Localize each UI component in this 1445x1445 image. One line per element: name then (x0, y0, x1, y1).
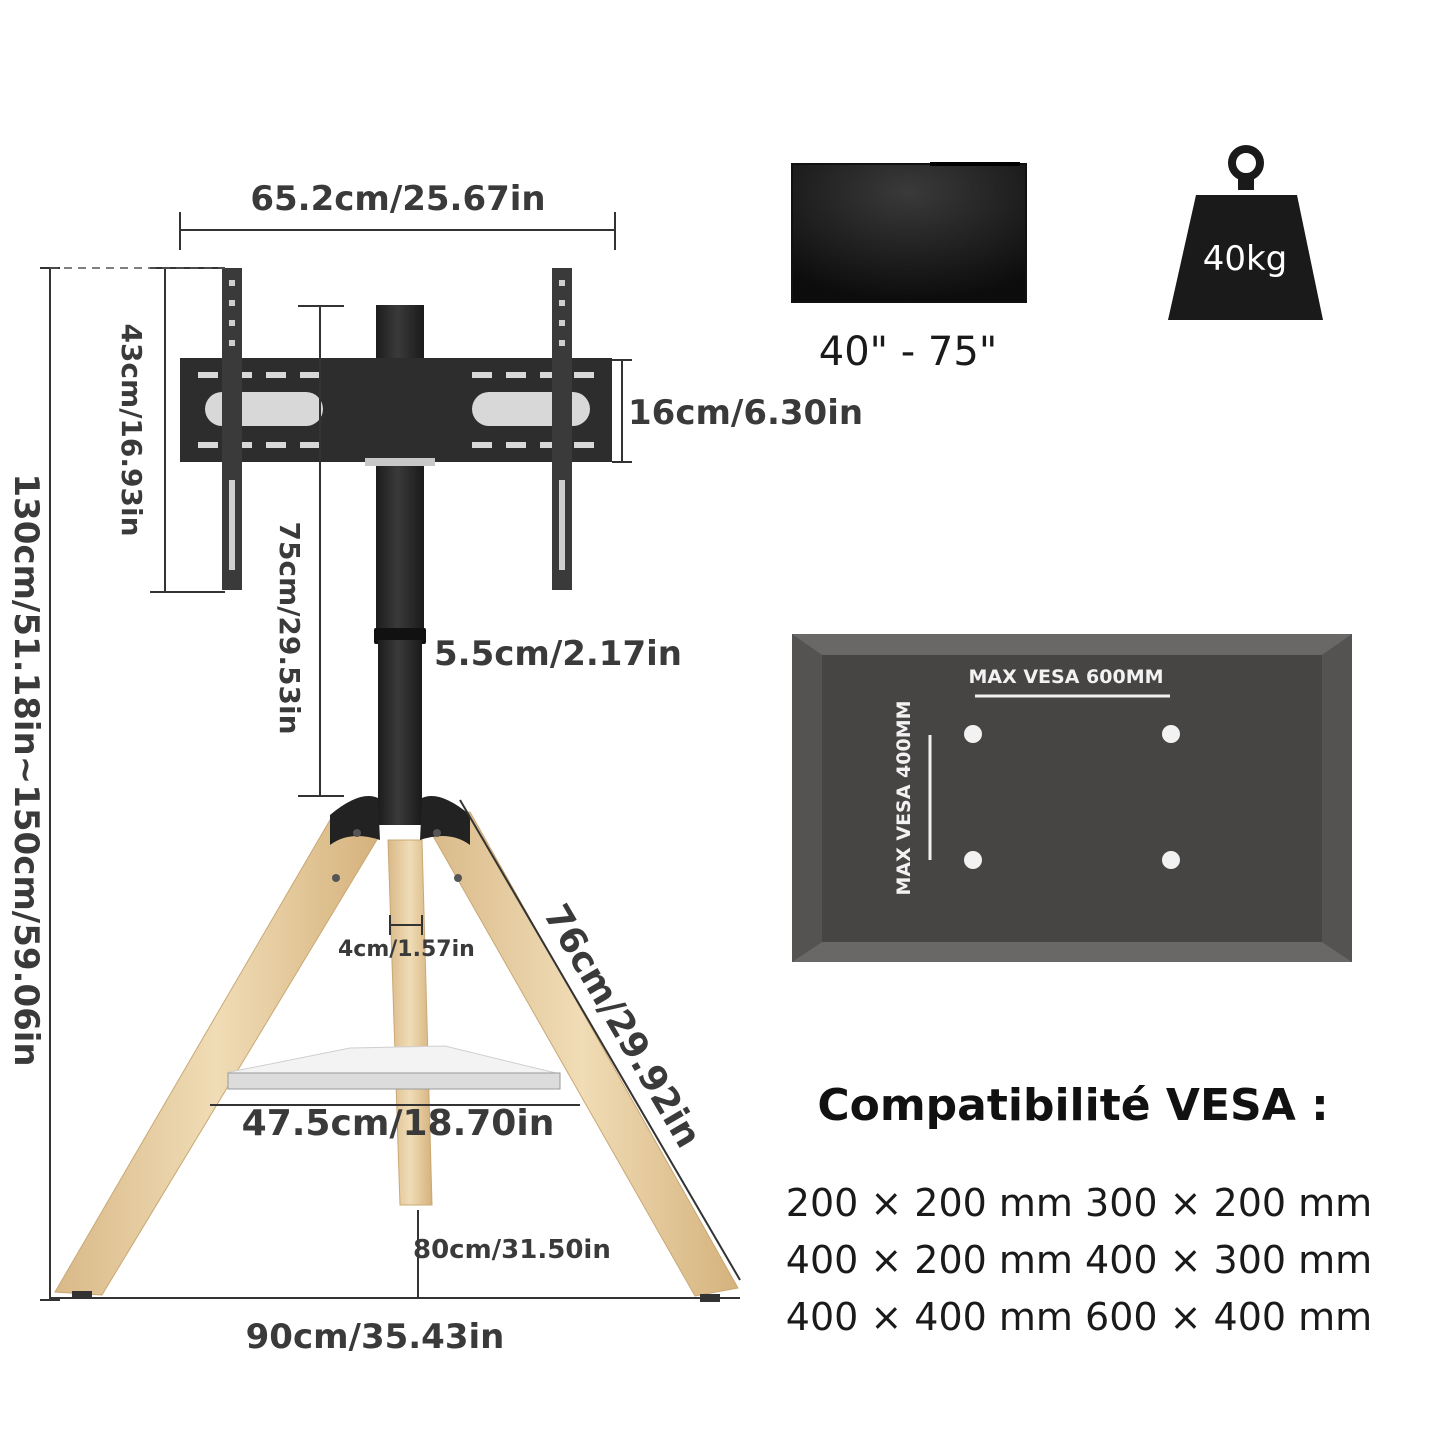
vesa-panel (792, 634, 1352, 962)
column-diameter-label: 5.5cm/2.17in (434, 634, 682, 674)
lower-column (378, 640, 422, 825)
mount-clamp (365, 458, 435, 466)
vesa-hole (964, 725, 982, 743)
compatibility-line: 400 × 400 mm 600 × 400 mm (786, 1295, 1372, 1339)
mount-height-label: 43cm/16.93in (115, 323, 148, 536)
vesa-max-horizontal: MAX VESA 600MM (968, 666, 1163, 688)
compatibility-line: 400 × 200 mm 400 × 300 mm (786, 1238, 1372, 1282)
depth-label: 80cm/31.50in (413, 1235, 611, 1265)
base-width-label: 90cm/35.43in (246, 1317, 505, 1357)
left-joint (330, 796, 380, 845)
left-foot (72, 1291, 92, 1299)
vesa-hole (964, 851, 982, 869)
bracket-height-label: 16cm/6.30in (628, 393, 863, 433)
mount-bracket (180, 268, 612, 590)
tv-icon (791, 162, 1027, 303)
leg-width-label: 4cm/1.57in (338, 937, 475, 962)
vesa-hole (1162, 725, 1180, 743)
shelf-width-label: 47.5cm/18.70in (242, 1103, 555, 1144)
upper-column (376, 305, 424, 635)
shelf (227, 1045, 561, 1090)
screen-size-label: 40" - 75" (819, 329, 997, 375)
right-vertical-arm (552, 268, 572, 590)
vesa-max-vertical: MAX VESA 400MM (893, 700, 915, 895)
column-height-label: 75cm/29.53in (273, 521, 306, 734)
right-joint (420, 796, 470, 845)
mount-width-label: 65.2cm/25.67in (250, 179, 545, 219)
back-leg (387, 839, 433, 1206)
max-load-label: 40kg (1203, 239, 1288, 279)
vesa-hole (1162, 851, 1180, 869)
left-vertical-arm (222, 268, 242, 590)
weight-icon (1168, 145, 1323, 320)
compatibility-line: 200 × 200 mm 300 × 200 mm (786, 1181, 1372, 1225)
total-height-label: 130cm/51.18in~150cm/59.06in (6, 473, 46, 1066)
slot-right (472, 392, 590, 426)
compatibility-title: Compatibilité VESA : (817, 1080, 1328, 1131)
